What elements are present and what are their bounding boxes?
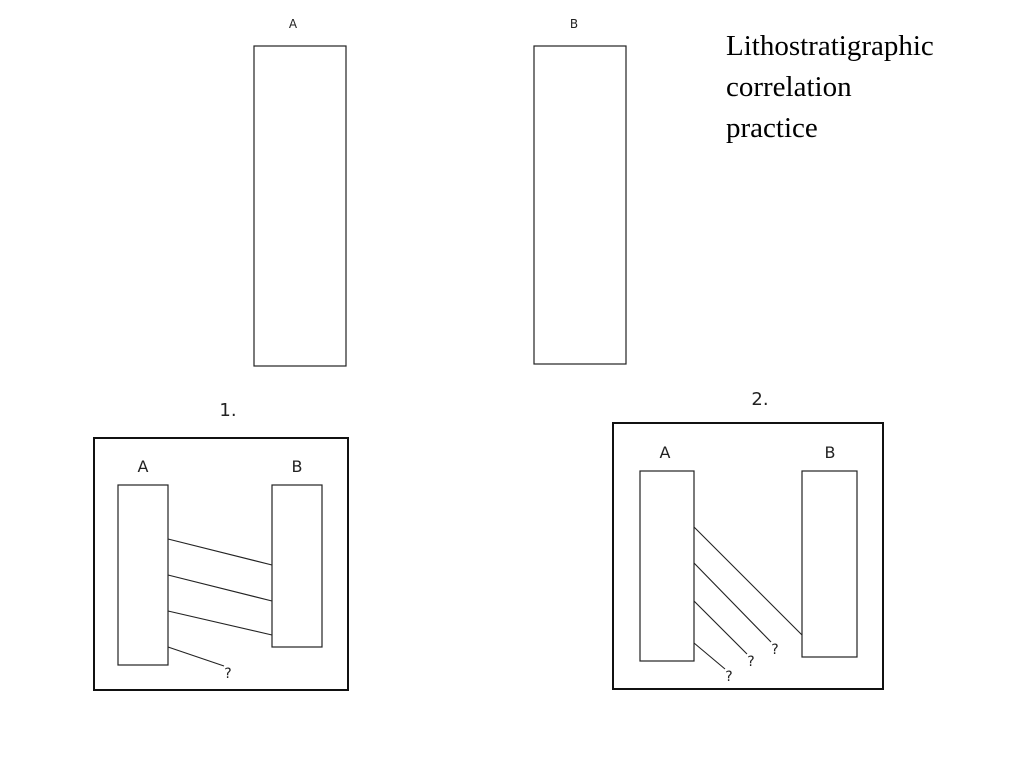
top-section-a-label: A bbox=[289, 17, 298, 31]
top-section-b-column bbox=[533, 45, 627, 365]
panel-2-correlation-line-1 bbox=[693, 526, 803, 636]
panel-2-question-mark-2: ? bbox=[771, 642, 778, 658]
panel-2-col-a-label: A bbox=[660, 443, 671, 462]
top-section-b-column-outline bbox=[533, 45, 627, 365]
panel-1-column-b-outline bbox=[271, 484, 323, 648]
panel-1-column-a-outline bbox=[117, 484, 169, 666]
panel-2-column-b bbox=[801, 470, 858, 658]
panel-2-col-b-label: B bbox=[825, 443, 836, 462]
panel-2-frame bbox=[612, 422, 884, 690]
panel-2-column-a bbox=[639, 470, 695, 662]
panel-2: 2. A B bbox=[612, 389, 884, 690]
panel-2-number: 2. bbox=[751, 389, 768, 410]
panel-1-column-b bbox=[271, 484, 323, 648]
panel-2-uncertain-line-3 bbox=[693, 600, 748, 655]
panel-1-frame bbox=[93, 437, 349, 691]
panel-1-column-a bbox=[117, 484, 169, 666]
panel-2-uncertain-line-4 bbox=[693, 642, 726, 670]
panel-2-column-a-outline bbox=[639, 470, 695, 662]
top-section-a: A bbox=[289, 17, 298, 31]
panel-1-correlation-line-2 bbox=[167, 574, 273, 602]
panel-2-uncertain-line-2 bbox=[693, 562, 772, 643]
panel-1-uncertain-line-4 bbox=[167, 646, 225, 667]
panel-2-column-b-outline bbox=[801, 470, 858, 658]
title-line-3: practice bbox=[726, 112, 818, 144]
panel-1-question-mark-4: ? bbox=[224, 666, 231, 682]
top-section-a-column-outline bbox=[253, 45, 347, 367]
panel-1-correlation-line-1 bbox=[167, 538, 273, 566]
slide-title: Lithostratigraphic correlation practice bbox=[726, 26, 1016, 149]
panel-2-question-mark-3: ? bbox=[747, 654, 754, 670]
top-section-a-column bbox=[253, 45, 347, 367]
panel-1-number: 1. bbox=[219, 400, 236, 421]
panel-1-correlation-line-3 bbox=[167, 610, 273, 636]
panel-1-col-a-label: A bbox=[138, 457, 149, 476]
top-section-b: B bbox=[570, 17, 578, 31]
panel-1-col-b-label: B bbox=[292, 457, 303, 476]
panel-2-question-mark-4: ? bbox=[725, 669, 732, 685]
title-line-1: Lithostratigraphic bbox=[726, 30, 934, 62]
top-section-b-label: B bbox=[570, 17, 578, 31]
panel-1: 1. A B bbox=[93, 400, 349, 691]
title-line-2: correlation bbox=[726, 71, 852, 103]
